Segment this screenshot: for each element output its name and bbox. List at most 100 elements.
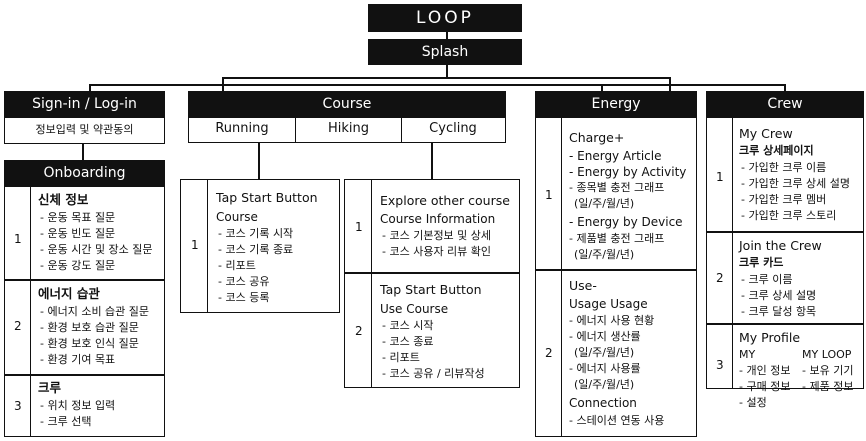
row-number: 2 [14,319,22,333]
list-item: - 크루 상세 설명 [741,289,817,302]
row-number: 1 [545,188,553,202]
list-item: - 코스 공유 [218,275,270,288]
list-item: - 가입한 크루 상세 설명 [741,177,851,190]
connector [82,143,84,160]
row-number: 2 [716,271,724,285]
energy-box: 1 Charge+ - Energy Article - Energy by A… [535,117,697,437]
list-item: - 제품 정보 [802,380,854,393]
row-number: 2 [545,346,553,360]
row-heading: Explore other course [380,193,510,208]
row-subheading: Usage Usage [569,297,648,311]
row-number: 1 [355,220,363,234]
row-heading: Tap Start Button [380,282,482,297]
list-item: - 코스 시작 [382,319,434,332]
connector [446,64,448,78]
list-item: (일/주/월/년) [574,346,635,359]
list-item: - Energy Article [569,149,662,163]
list-item: - 크루 달성 항목 [741,305,817,318]
column-divider [561,118,562,436]
list-item: - 가입한 크루 이름 [741,161,827,174]
list-item: - 코스 공유 / 리뷰작성 [382,367,485,380]
tab-hiking: Hiking [295,118,401,142]
list-item: - 운동 빈도 질문 [40,227,116,240]
list-item: (일/주/월/년) [574,378,635,391]
row-number: 3 [14,399,22,413]
column-divider [30,187,31,436]
list-item: - Energy by Device [569,215,683,229]
row-heading: 신체 정보 [38,192,89,207]
signin-subtitle: 정보입력 및 약관동의 [35,123,134,136]
course-tabs: Running Hiking Cycling [188,117,506,143]
row-subheading: 크루 카드 [739,256,784,269]
connector [446,31,448,39]
row-heading: Charge+ [569,130,625,145]
signin-subtitle-box: 정보입력 및 약관동의 [4,117,165,144]
connector [784,84,786,92]
list-item: - 코스 사용자 리뷰 확인 [382,245,492,258]
row-subheading: Use Course [380,302,449,316]
row-divider [707,231,863,233]
list-item: - 리포트 [382,351,420,364]
connector [431,142,433,179]
list-item: (일/주/월/년) [574,248,635,261]
tab-running: Running [215,121,269,136]
course-header: Course [188,91,506,117]
connector [89,84,91,92]
connector [258,142,260,179]
list-item: - 가입한 크루 스토리 [741,209,837,222]
course-start-box: 1 Tap Start Button Course - 코스 기록 시작 - 코… [180,179,340,313]
row-divider [5,279,164,281]
row-divider [707,323,863,325]
row-divider [5,374,164,376]
list-item: - Energy by Activity [569,165,687,179]
list-item: - 가입한 크루 멤버 [741,193,827,206]
onboarding-header: Onboarding [4,160,165,186]
row-subheading: Course Information [380,212,496,226]
list-item: - 종목별 충전 그래프 [569,181,665,194]
row-subheading: 크루 상세페이지 [739,144,814,157]
tab-cycling: Cycling [401,118,504,142]
list-item: - 리포트 [218,259,256,272]
connector [89,84,786,86]
row-divider [536,269,696,271]
row-heading: 에너지 습관 [38,286,100,301]
row-heading: 크루 [38,380,62,395]
list-item: - 코스 기록 시작 [218,227,294,240]
list-item: - 코스 종료 [382,335,434,348]
list-item: - 운동 시간 및 장소 질문 [40,243,153,256]
list-item: - 보유 기기 [802,364,854,377]
profile-col-myloop-title: MY LOOP [802,348,852,361]
list-item: - 스테이션 연동 사용 [569,414,665,427]
crew-box: 1 My Crew 크루 상세페이지 - 가입한 크루 이름 - 가입한 크루 … [706,117,864,409]
list-item: - 에너지 사용 현황 [569,314,655,327]
course-explore-box: 1 Explore other course Course Informatio… [344,179,520,388]
row-number: 1 [14,232,22,246]
column-divider [207,180,208,312]
energy-header: Energy [535,91,697,117]
list-item: - 운동 목표 질문 [40,211,116,224]
app-title: LOOP [368,4,522,32]
list-item: - 코스 기본정보 및 상세 [382,229,492,242]
row-number: 3 [716,358,724,372]
list-item: (일/주/월/년) [574,197,635,210]
list-item: - 코스 기록 종료 [218,243,294,256]
row-heading: My Profile [739,330,801,345]
row-divider [345,272,519,274]
onboarding-box: 1 신체 정보 - 운동 목표 질문 - 운동 빈도 질문 - 운동 시간 및 … [4,186,165,437]
list-item: - 에너지 소비 습관 질문 [40,305,150,318]
column-divider [371,180,372,387]
row-heading: Tap Start Button [216,190,318,205]
row-number: 1 [191,238,199,252]
list-item: - 크루 이름 [741,273,793,286]
list-item: - 환경 보호 인식 질문 [40,337,139,350]
connector [601,84,603,92]
list-item: - 에너지 생산률 [569,330,641,343]
row-number: 1 [716,170,724,184]
list-item: - 환경 보호 습관 질문 [40,321,139,334]
list-item: - 크루 선택 [40,415,92,428]
row-heading: My Crew [739,126,793,141]
list-item: - 설정 [739,396,767,409]
crew-header: Crew [706,91,864,117]
row-number: 2 [355,324,363,338]
splash-node: Splash [368,39,522,65]
